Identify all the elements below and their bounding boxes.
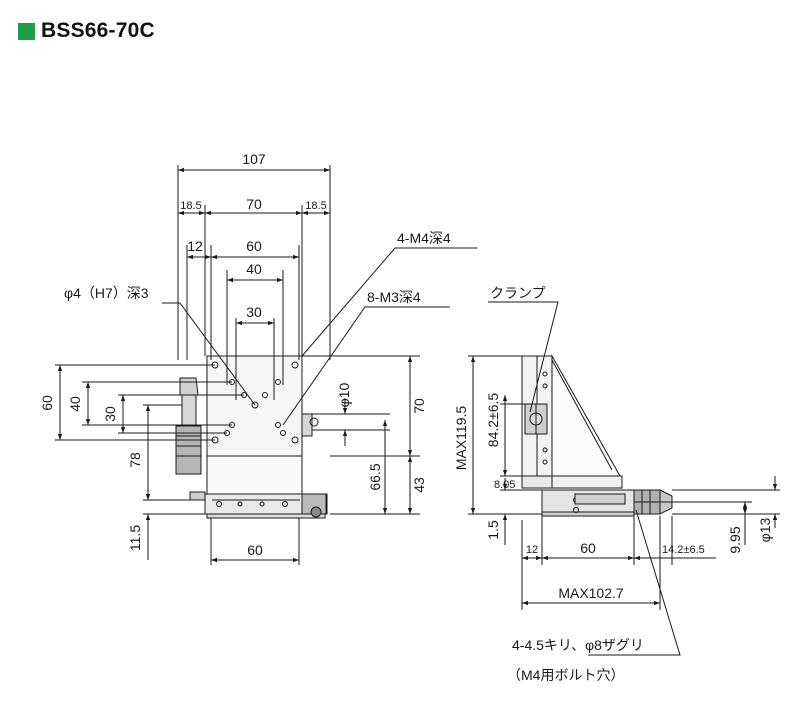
title-marker-icon: [18, 22, 35, 40]
dim-40-top: 40: [246, 261, 262, 277]
dim-78: 78: [127, 452, 143, 468]
front-middle-block: [206, 455, 303, 495]
dim-84-2: 84.2±6.5: [485, 393, 501, 448]
callout-m3: 8-M3深4: [367, 289, 421, 305]
front-top-plate: [206, 355, 303, 457]
dim-70-top: 70: [246, 196, 262, 212]
front-view: [55, 165, 477, 565]
dim-60-bottom: 60: [247, 542, 263, 558]
dim-phi-10: φ10: [336, 382, 352, 407]
dim-70-right: 70: [411, 398, 427, 414]
dim-18-5-right: 18.5: [305, 200, 326, 212]
dim-9-95: 9.95: [727, 526, 743, 553]
page-title: BSS66-70C: [41, 19, 155, 42]
dim-30-top: 30: [246, 304, 262, 320]
note-bolt-holes-sub: （M4用ボルト穴）: [507, 667, 624, 683]
dim-11-5: 11.5: [127, 525, 143, 551]
side-plate: [551, 475, 623, 489]
dim-12-top: 12: [187, 238, 203, 254]
side-view-labels: クランプ MAX119.5 84.2±6.5 8.05 1.5 12 60 14…: [453, 285, 773, 683]
note-bolt-holes: 4-4.5キリ、φ8ザグリ: [512, 637, 644, 653]
dim-60-left: 60: [39, 395, 55, 411]
side-view: [468, 301, 780, 656]
label-clamp: クランプ: [490, 285, 546, 301]
dim-40-left: 40: [67, 396, 83, 412]
dim-max-119-5: MAX119.5: [453, 406, 469, 471]
dim-12-side: 12: [526, 544, 538, 556]
dim-43: 43: [411, 477, 427, 493]
dim-18-5-left: 18.5: [180, 200, 201, 212]
front-view-labels: 107 18.5 70 18.5 12 60 40 30 60 40 30 78…: [39, 151, 451, 558]
dim-max-102-7: MAX102.7: [558, 585, 624, 601]
dim-60-top: 60: [246, 238, 262, 254]
dim-107: 107: [242, 151, 266, 167]
header: BSS66-70C: [18, 16, 155, 46]
dim-8-05: 8.05: [494, 479, 515, 491]
callout-hole-h7: φ4（H7）深3: [64, 285, 149, 301]
micrometer-head: [175, 425, 202, 475]
callout-m4: 4-M4深4: [397, 230, 451, 246]
dim-66-5: 66.5: [367, 463, 383, 490]
dim-30-left: 30: [102, 406, 118, 422]
dim-60-side: 60: [580, 540, 596, 556]
dim-phi-13: φ13: [757, 517, 773, 542]
dim-14-2: 14.2±6.5: [662, 544, 705, 556]
dim-1-5: 1.5: [485, 520, 501, 540]
